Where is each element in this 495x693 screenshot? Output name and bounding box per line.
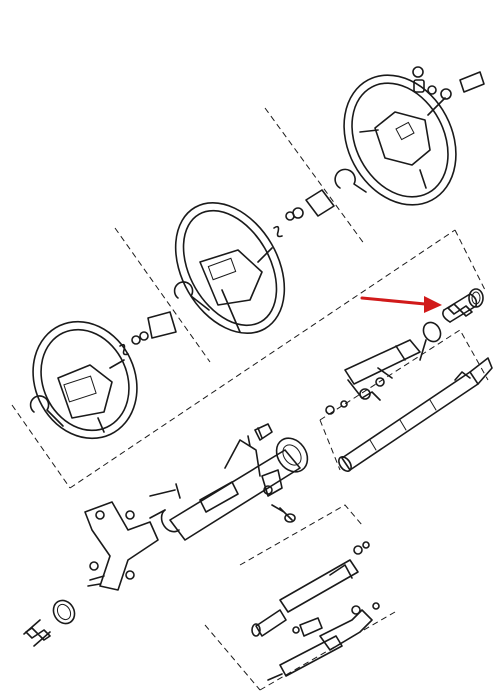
clock-spring-icon bbox=[173, 281, 210, 311]
boundary-line bbox=[69, 229, 456, 489]
steering-column-upper bbox=[325, 339, 421, 415]
steering-wheel-variant-c bbox=[334, 66, 485, 206]
highlight-arrow bbox=[360, 296, 442, 313]
horn-pad-icon bbox=[147, 311, 177, 339]
group-boundaries bbox=[11, 107, 489, 691]
clock-spring-icon bbox=[29, 395, 64, 427]
bolt-icon bbox=[271, 504, 296, 523]
horn-pad-icon bbox=[459, 71, 485, 93]
clock-spring-icon bbox=[334, 168, 367, 193]
steering-column-housing bbox=[160, 423, 309, 541]
horn-pad-icon bbox=[305, 189, 335, 217]
lower-spring-assembly bbox=[23, 599, 76, 647]
boundary-line bbox=[259, 611, 396, 691]
steering-wheel-variant-a bbox=[29, 311, 177, 440]
boundary-line bbox=[204, 624, 261, 691]
boundary-line bbox=[239, 504, 363, 566]
boundary-line bbox=[264, 107, 366, 246]
boundary-line bbox=[11, 404, 71, 489]
steering-wheel-variant-b bbox=[173, 189, 335, 334]
nut-icon bbox=[412, 66, 424, 78]
steering-shaft bbox=[338, 357, 493, 472]
lower-intermediate-shaft bbox=[251, 541, 380, 681]
boundary-line bbox=[454, 229, 486, 291]
boundary-line bbox=[114, 227, 211, 363]
bearing-spring-assembly bbox=[419, 288, 484, 361]
boundary-line bbox=[319, 419, 341, 471]
mounting-bracket bbox=[84, 483, 181, 591]
